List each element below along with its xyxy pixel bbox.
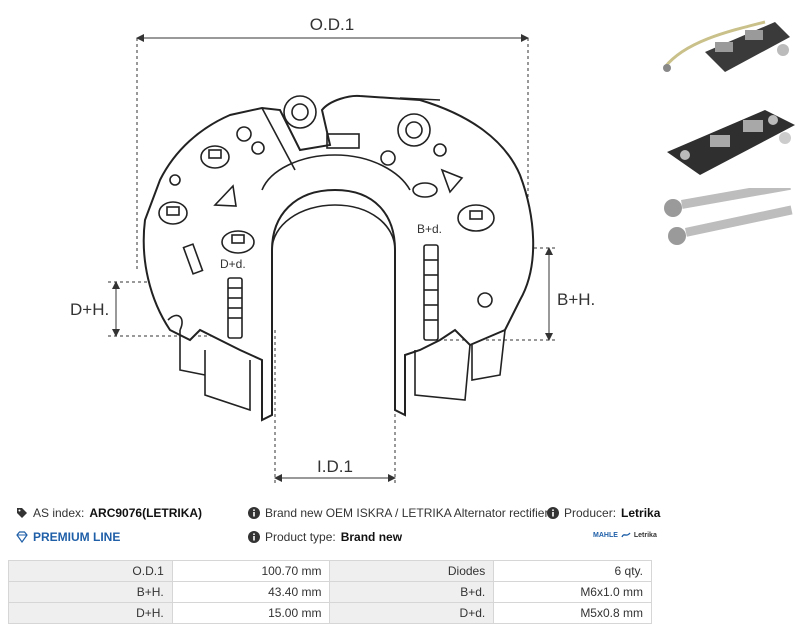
product-type-label: Product type: [265,530,336,544]
product-type: Product type: Brand new [248,530,402,544]
spec-label: B+H. [8,581,173,603]
thumbnail-column [655,0,800,260]
as-index-label: AS index: [33,506,85,520]
brand-logo-text-1: MAHLE [593,531,618,539]
bh-label: B+H. [557,290,595,309]
od-label: O.D.1 [310,15,354,34]
bd-label: B+d. [417,222,442,236]
spec-value: M6x1.0 mm [493,581,652,603]
diamond-icon [16,531,28,543]
rectifier-photo-2-icon[interactable] [655,90,800,180]
spec-table: O.D.1 100.70 mm Diodes 6 qty. B+H. 43.40… [8,560,652,624]
technical-drawing: O.D.1 I.D.1 D+H. B+H. D+d. B+d. [70,15,595,485]
description-text: Brand new OEM ISKRA / LETRIKA Alternator… [265,506,549,520]
screws-photo-icon[interactable] [655,188,800,258]
spec-value: 6 qty. [493,560,652,582]
wave-icon [621,532,631,538]
spec-label: B+d. [329,581,495,603]
producer-label: Producer: [564,506,617,520]
product-type-value: Brand new [340,530,403,544]
info-icon [248,531,260,543]
brand-logo-text-2: Letrika [633,531,657,539]
spec-label: D+H. [8,602,173,624]
as-index: AS index: ARC9076(LETRIKA) [16,506,202,520]
rectifier-outline [142,94,535,422]
product-info: AS index: ARC9076(LETRIKA) Brand new OEM… [0,500,800,555]
description: Brand new OEM ISKRA / LETRIKA Alternator… [248,506,548,520]
spec-label: Diodes [329,560,495,582]
spec-label: O.D.1 [8,560,173,582]
info-icon [248,507,260,519]
info-icon [547,507,559,519]
table-row: B+H. 43.40 mm B+d. M6x1.0 mm [8,581,652,603]
spec-value: M5x0.8 mm [493,602,652,624]
id-label: I.D.1 [317,457,353,476]
producer: Producer: Letrika [547,506,660,520]
spec-value: 43.40 mm [171,581,331,603]
premium-line-label: PREMIUM LINE [33,530,121,544]
dh-label: D+H. [70,300,109,319]
as-index-value: ARC9076(LETRIKA) [89,506,203,520]
table-row: O.D.1 100.70 mm Diodes 6 qty. [8,560,652,582]
producer-value: Letrika [621,506,661,520]
dd-label: D+d. [220,257,246,271]
rectifier-photo-1-icon[interactable] [655,2,800,82]
spec-value: 100.70 mm [171,560,331,582]
mahle-letrika-logo: MAHLE Letrika [593,531,657,539]
tags-icon [17,508,27,518]
table-row: D+H. 15.00 mm D+d. M5x0.8 mm [8,602,652,624]
premium-line: PREMIUM LINE [16,530,120,544]
spec-label: D+d. [329,602,495,624]
spec-value: 15.00 mm [171,602,331,624]
